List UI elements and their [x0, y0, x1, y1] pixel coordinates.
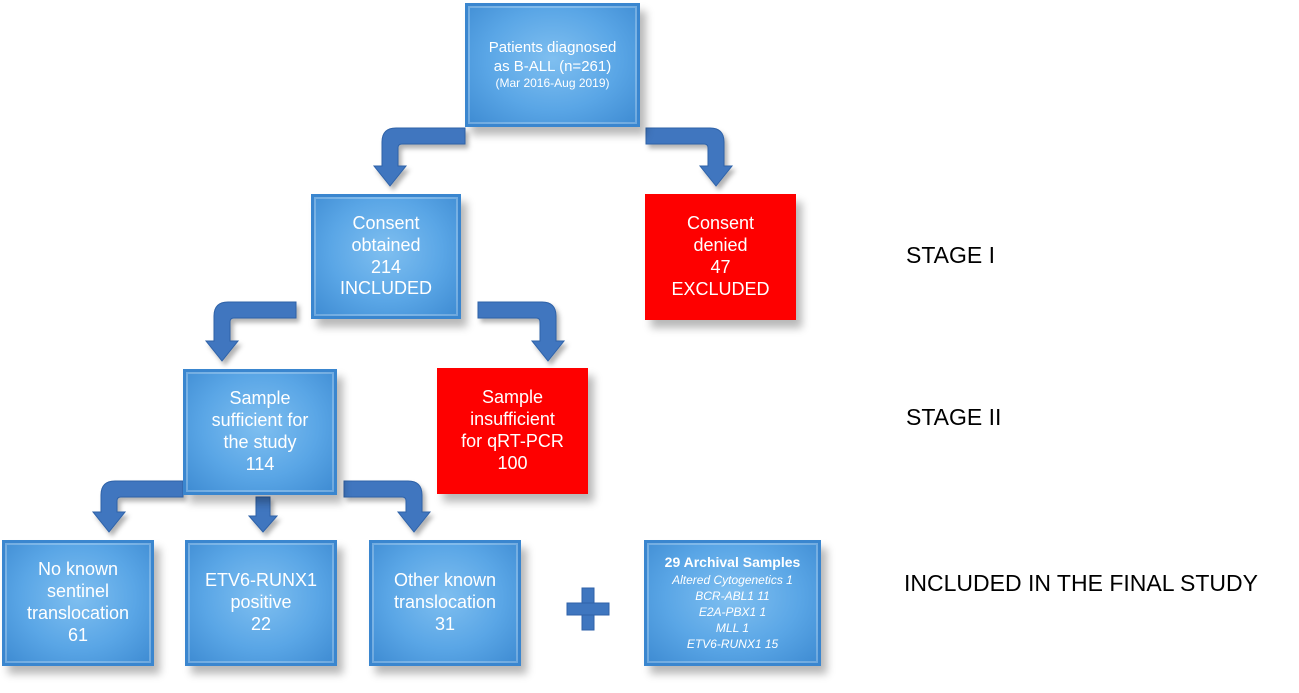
archival-title: 29 Archival Samples	[664, 554, 801, 571]
consent-denied-line1: Consent	[686, 213, 755, 234]
consent-denied-status: EXCLUDED	[671, 278, 770, 299]
sample-insufficient-line2: insufficient	[470, 409, 555, 430]
consent-denied-line2: denied	[693, 235, 748, 256]
curved-down-arrow-icon	[372, 127, 466, 187]
final-study-label: INCLUDED IN THE FINAL STUDY	[904, 570, 1258, 596]
sample-sufficient-line3: the study	[223, 432, 297, 452]
plus-icon	[566, 587, 610, 631]
etv6-runx1-box: ETV6-RUNX1 positive 22	[185, 540, 337, 666]
curved-down-arrow-icon	[91, 480, 184, 533]
other-known-line1: Other known	[393, 570, 497, 591]
no-known-translocation-box: No known sentinel translocation 61	[2, 540, 154, 666]
sample-sufficient-count: 114	[245, 453, 275, 474]
patients-line2: as B-ALL (n=261)	[493, 57, 612, 75]
consent-obtained-line2: obtained	[351, 234, 421, 255]
patients-line1: Patients diagnosed	[488, 39, 617, 57]
other-known-translocation-box: Other known translocation 31	[369, 540, 521, 666]
sample-insufficient-line3: for qRT-PCR	[461, 431, 564, 451]
stage-2-label: STAGE II	[906, 404, 1002, 430]
no-known-line2: sentinel	[46, 581, 110, 602]
sample-sufficient-line1: Sample	[229, 388, 291, 409]
archival-item: MLL 1	[715, 621, 750, 636]
etv6-count: 22	[250, 613, 272, 634]
curved-down-arrow-icon	[645, 127, 734, 187]
other-known-line2: translocation	[393, 592, 497, 613]
down-arrow-icon	[247, 496, 279, 533]
curved-down-arrow-icon	[477, 301, 566, 362]
etv6-line1: ETV6-RUNX1	[204, 570, 318, 591]
patients-box: Patients diagnosed as B-ALL (n=261) (Mar…	[465, 3, 640, 127]
curved-down-arrow-icon	[343, 480, 432, 533]
sample-sufficient-box: Sample sufficient for the study 114	[183, 369, 337, 495]
curved-down-arrow-icon	[204, 301, 297, 362]
archival-samples-box: 29 Archival Samples Altered Cytogenetics…	[644, 540, 821, 666]
no-known-count: 61	[67, 624, 89, 645]
archival-item: E2A-PBX1 1	[698, 605, 767, 619]
consent-denied-count: 47	[710, 257, 731, 277]
sample-sufficient-line2: sufficient for	[211, 410, 309, 431]
no-known-line1: No known	[37, 559, 119, 580]
archival-item: BCR-ABL1 11	[695, 588, 770, 603]
no-known-line3: translocation	[26, 603, 130, 623]
stage-1-label: STAGE I	[906, 242, 996, 268]
consent-obtained-count: 214	[370, 256, 402, 277]
sample-insufficient-count: 100	[497, 452, 528, 473]
consent-obtained-box: Consent obtained 214 INCLUDED	[311, 194, 461, 319]
consent-denied-box: Consent denied 47 EXCLUDED	[645, 194, 796, 320]
other-known-count: 31	[434, 613, 456, 634]
consent-obtained-line1: Consent	[352, 212, 420, 233]
archival-item: ETV6-RUNX1 15	[686, 637, 779, 652]
archival-item: Altered Cytogenetics 1	[672, 572, 793, 587]
etv6-line2: positive	[230, 592, 292, 613]
sample-insufficient-box: Sample insufficient for qRT-PCR 100	[437, 368, 588, 494]
patients-date-range: (Mar 2016-Aug 2019)	[495, 75, 610, 90]
consent-obtained-status: INCLUDED	[339, 278, 432, 299]
sample-insufficient-line1: Sample	[481, 387, 544, 408]
